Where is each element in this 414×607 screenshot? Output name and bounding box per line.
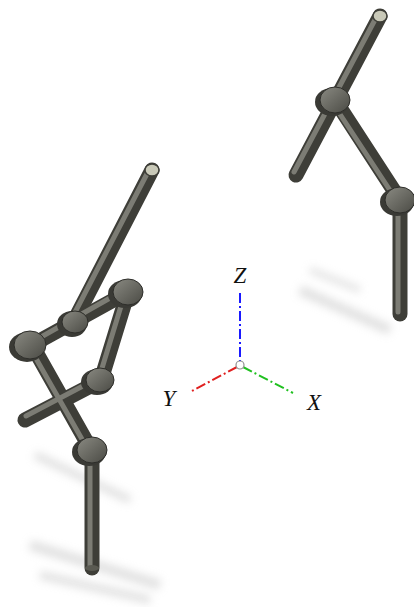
shadow <box>30 270 390 600</box>
right-leg-joints <box>315 10 414 216</box>
axis-label: X <box>307 391 321 414</box>
left-leg-joints <box>9 164 159 571</box>
right-leg-rods <box>294 16 400 314</box>
axis-label: Y <box>163 387 176 410</box>
left-leg-rods <box>25 170 152 568</box>
axis-label: Z <box>234 264 247 287</box>
axis-triad <box>190 293 293 393</box>
